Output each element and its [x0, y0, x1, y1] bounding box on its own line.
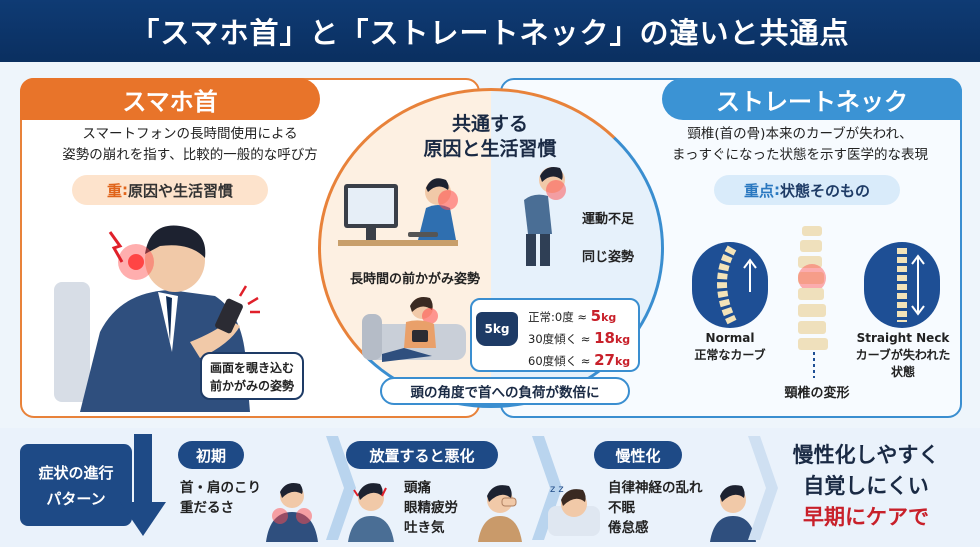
smartphone-neck-title: スマホ首 [20, 78, 320, 120]
straight-neck-key-point: 重点:状態そのもの [714, 175, 900, 205]
cervical-spine-illustration [798, 226, 828, 350]
straight-spine-caption: Straight Neck カーブが失われた 状態 [855, 331, 951, 379]
common-causes-title: 共通する 原因と生活習慣 [423, 113, 557, 160]
load-row-0deg: 正常:0度 ≈ 5kg [528, 307, 617, 325]
lack-of-exercise-label: 運動不足 [582, 212, 635, 227]
load-row-60deg: 60度傾く ≈ 27kg [528, 351, 631, 369]
symptom-progression-label: 症状の進行 パターン [20, 444, 132, 526]
headache-person-icon [348, 483, 394, 542]
weight-icon: 5kg [476, 312, 518, 346]
forward-posture-label: 長時間の前かがみ姿勢 [350, 272, 481, 287]
load-row-30deg: 30度傾く ≈ 18kg [528, 329, 631, 347]
dotted-pointer [813, 352, 815, 378]
stage-early-symptoms: 首・肩のこり 重だるさ [180, 480, 261, 516]
stage-worsening-chip: 放置すると悪化 [346, 441, 498, 469]
conclusion-message: 慢性化しやすく 自覚しにくい 早期にケアで [792, 443, 940, 529]
stage-chronic-chip: 慢性化 [594, 441, 682, 469]
vertebra-deformation-label: 頸椎の変形 [784, 386, 850, 401]
svg-text:z z: z z [550, 484, 564, 495]
standing-person-illustration [524, 167, 566, 266]
fatigued-person-icon [710, 485, 756, 542]
stage-worsening-symptoms: 頭痛 眼精疲労 吐き気 [404, 480, 458, 536]
sofa-tablet-illustration [362, 297, 466, 362]
insomnia-person-icon: z z [548, 484, 600, 536]
neck-load-banner: 頭の角度で首への負荷が数倍に [380, 377, 630, 405]
page-title: 「スマホ首」と「ストレートネック」の違いと共通点 [130, 16, 850, 50]
straight-spine-illustration [864, 242, 940, 328]
normal-spine-caption: Normal 正常なカーブ [694, 331, 766, 362]
desk-worker-illustration [338, 178, 458, 246]
stiff-shoulder-person-icon [266, 483, 318, 542]
stage-chronic-symptoms: 自律神経の乱れ 不眠 倦怠感 [608, 480, 703, 536]
header-banner: 「スマホ首」と「ストレートネック」の違いと共通点 [0, 0, 980, 62]
smartphone-neck-key-point: 重:原因や生活習慣 [72, 175, 268, 205]
straight-neck-description: 頸椎(首の骨)本来のカーブが失われ、 まっすぐになった状態を示す医学的な表現 [672, 126, 928, 163]
same-posture-label: 同じ姿勢 [582, 250, 635, 265]
leaning-posture-callout: 画面を覗き込む 前かがみの姿勢 [200, 352, 304, 400]
normal-spine-illustration [692, 242, 768, 328]
eye-strain-person-icon [478, 485, 522, 542]
smartphone-neck-description: スマートフォンの長時間使用による 姿勢の崩れを指す、比較的一般的な呼び方 [62, 126, 318, 163]
straight-neck-title: ストレートネック [662, 78, 962, 120]
down-arrow-icon [120, 434, 166, 536]
stage-early-chip: 初期 [178, 441, 244, 469]
